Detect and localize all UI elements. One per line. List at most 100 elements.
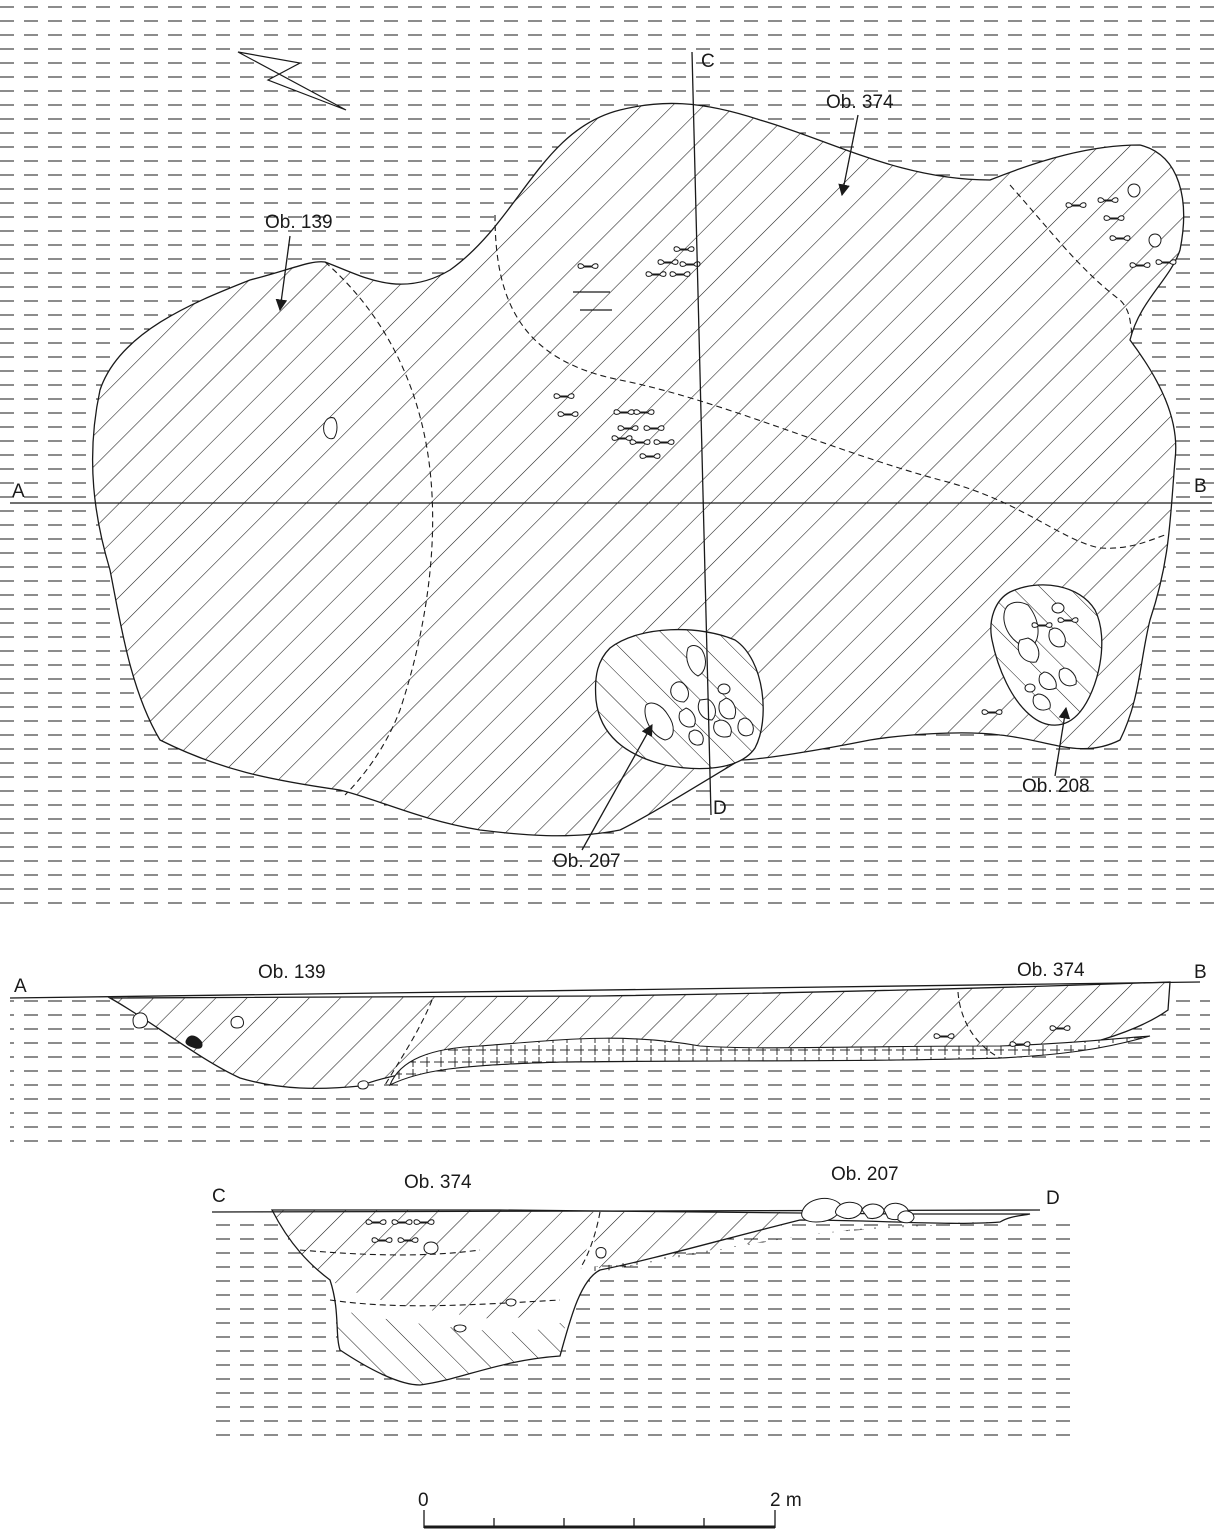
stone-icon [1032, 693, 1051, 711]
bone-icon [933, 1033, 955, 1039]
section-cd-lower-hatching [337, 1310, 565, 1385]
ob208-leader-arrow [1054, 706, 1071, 777]
stone-icon [1038, 671, 1057, 690]
section-cd-label-ob207: Ob. 207 [831, 1164, 899, 1185]
section-label-d: D [713, 798, 727, 819]
bone-icon [679, 261, 701, 267]
section-line-cd [691, 51, 712, 816]
pottery-icon [1024, 683, 1036, 693]
section-ab-cross-layer [390, 1036, 1150, 1085]
pit-hatching [92, 103, 1184, 836]
bone-icon [669, 271, 691, 277]
bone-icon [645, 271, 667, 277]
bone-icon [657, 259, 679, 265]
stone-icon [678, 707, 696, 728]
north-arrow-icon [237, 51, 347, 111]
bone-icon [1057, 617, 1079, 623]
bone-icon [653, 439, 675, 445]
bone-icon [397, 1237, 419, 1243]
section-ab-label-end: B [1194, 962, 1207, 983]
shell-icon [1148, 233, 1162, 248]
ob139-boundary [324, 261, 434, 796]
stone-icon [1017, 637, 1040, 663]
bone-icon [639, 453, 661, 459]
ob374-leader-arrow [838, 114, 859, 197]
stone-icon [737, 717, 754, 737]
ob207-leader-arrow [581, 723, 653, 851]
stone-icon [835, 1201, 863, 1219]
stone-icon [686, 645, 706, 677]
section-ab-surface [9, 981, 1201, 999]
bone-icon [633, 409, 655, 415]
scale-label-start: 0 [418, 1490, 429, 1511]
bone-icon [613, 409, 635, 415]
scale-bar: 0 2 m [418, 1490, 802, 1529]
ob208-stones [1003, 601, 1077, 711]
stone-icon [897, 1210, 915, 1224]
section-cd-upper-hatching [272, 1210, 600, 1320]
pottery-icon [230, 1015, 244, 1029]
plan-view: A B C D Ob. 139 Ob. 374 Ob. 207 Ob. 208 [0, 0, 1219, 915]
section-cd-profile: C D Ob. 374 Ob. 207 [211, 1164, 1078, 1442]
section-ab-label-ob374: Ob. 374 [1017, 960, 1085, 981]
bone-icon [1049, 1025, 1071, 1031]
bone-icon [611, 435, 633, 441]
bone-icon [577, 263, 599, 269]
section-cd-label-ob374: Ob. 374 [404, 1172, 472, 1193]
section-cd-east-hatching [594, 1212, 800, 1270]
section-cd-ob207-stones [801, 1197, 915, 1224]
pottery-icon [505, 1298, 517, 1307]
bone-icon [1129, 262, 1151, 268]
pottery-icon [132, 1012, 148, 1029]
stone-icon [801, 1197, 841, 1223]
bone-icon [1109, 235, 1131, 241]
pottery-icon [453, 1324, 467, 1333]
pottery-icon [1051, 602, 1065, 614]
shell-finds [323, 183, 1162, 440]
stone-icon [697, 698, 716, 721]
shell-icon [1127, 183, 1141, 198]
pottery-icon [595, 1247, 607, 1259]
plan-label-ob207: Ob. 207 [553, 851, 621, 872]
ob207-pit [594, 628, 764, 770]
bone-icon [371, 1237, 393, 1243]
bone-icon [1097, 197, 1119, 203]
bone-icon [391, 1219, 413, 1225]
stone-icon [688, 729, 704, 746]
pottery-icon [717, 683, 731, 695]
section-ab-hatching [110, 982, 1170, 1089]
bone-finds [553, 197, 1177, 715]
stone-icon [670, 681, 689, 703]
section-label-a: A [12, 481, 25, 502]
bone-icon [365, 1219, 387, 1225]
bone-icon [981, 709, 1003, 715]
scale-label-end: 2 m [770, 1490, 802, 1511]
ob207-stones [644, 645, 754, 746]
section-ab-profile: A B Ob. 139 Ob. 374 [9, 960, 1210, 1150]
bone-icon [1009, 1041, 1031, 1047]
stone-icon [1003, 601, 1039, 649]
ob139-leader-arrow [275, 235, 291, 312]
bone-icon [553, 393, 575, 399]
bone-icon [1103, 215, 1125, 221]
section-cd-label-end: D [1046, 1188, 1060, 1209]
ob374-boundary [494, 214, 1166, 549]
section-ab-label-start: A [14, 976, 27, 997]
bone-icon [1155, 259, 1177, 265]
section-label-b: B [1194, 476, 1207, 497]
bone-icon [557, 411, 579, 417]
stone-icon [1048, 627, 1066, 648]
bone-icon [673, 246, 695, 252]
bone-icon [643, 425, 665, 431]
pottery-icon [323, 417, 338, 440]
stone-icon [1058, 667, 1077, 687]
stone-icon [713, 719, 732, 738]
pottery-icon [357, 1080, 369, 1090]
plan-label-ob208: Ob. 208 [1022, 776, 1090, 797]
shell-icon [423, 1241, 439, 1255]
bone-icon [413, 1219, 435, 1225]
plan-label-ob374: Ob. 374 [826, 92, 894, 113]
bone-icon [629, 439, 651, 445]
ob374-ne-boundary [1009, 184, 1133, 336]
plan-label-ob139: Ob. 139 [265, 212, 333, 233]
